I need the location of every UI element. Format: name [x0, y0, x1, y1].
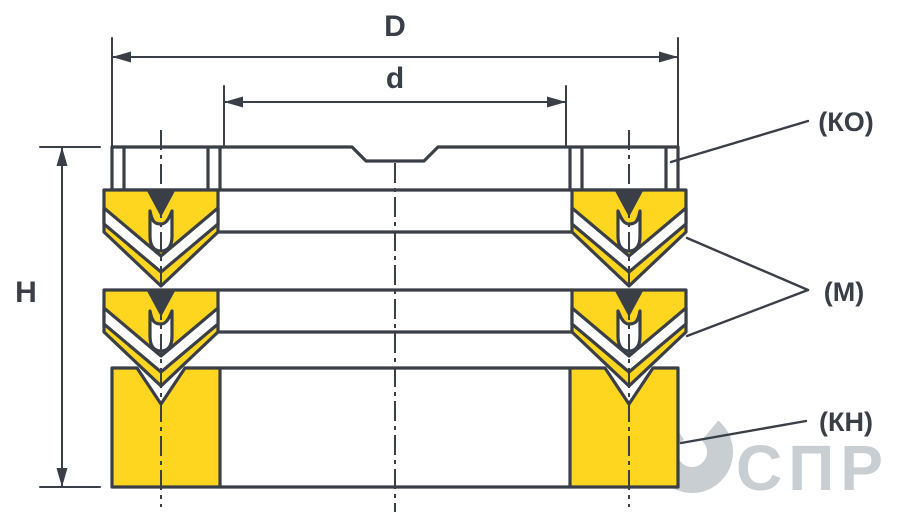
leader-m-lower — [685, 288, 810, 338]
leader-ko — [669, 119, 810, 164]
dimension-d-label: d — [386, 62, 404, 95]
arrowhead-right — [659, 51, 678, 63]
dimension-D-label: D — [384, 10, 406, 43]
label-support-ring: (КН) — [819, 407, 873, 437]
arrowhead-left — [224, 96, 243, 108]
dimension-H: H — [15, 146, 101, 488]
dimension-H-label: H — [15, 276, 37, 309]
arrowhead-top — [56, 147, 68, 166]
arrowhead-bottom — [56, 468, 68, 487]
leader-lines — [669, 119, 810, 445]
dimension-d: d — [223, 62, 567, 146]
arrowhead-left — [112, 51, 131, 63]
dimension-D: D — [111, 10, 679, 148]
leader-kn — [679, 419, 808, 445]
label-sealing-rings: (М) — [824, 277, 864, 307]
label-pressure-ring: (КО) — [818, 107, 873, 137]
watermark-text: СПР — [736, 432, 889, 504]
arrowhead-right — [547, 96, 566, 108]
leader-m-upper — [685, 236, 810, 292]
